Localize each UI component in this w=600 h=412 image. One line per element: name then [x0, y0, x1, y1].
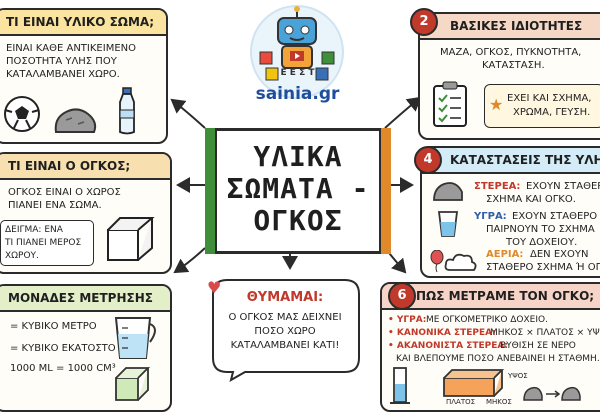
box-what-is-body-title: ΤΙ ΕΙΝΑΙ ΥΛΙΚΟ ΣΩΜΑ; [0, 10, 166, 36]
liquid-text-2: ΠΑΙΡΝΟΥΝ ΤΟ ΣΧΗΜΑ [486, 224, 595, 235]
properties-note: ★ ΕΧΕΙ ΚΑΙ ΣΧΗΜΑ, ΧΡΩΜΑ, ΓΕΥΣΗ. [484, 84, 600, 128]
box-states-of-matter-title: ΚΑΤΑΣΤΑΣΕΙΣ ΤΗΣ ΥΛΗΣ [422, 148, 600, 174]
cube-icon [107, 217, 155, 261]
water-glass-icon [437, 211, 459, 237]
unit-line-2: = ΚΥΒΙΚΟ ΕΚΑΤΟΣΤΟ [10, 343, 116, 354]
measure-liquid-label: • ΥΓΡΑ: [388, 315, 427, 325]
logo[interactable]: Ε Ε Σ Τ sainia.gr [240, 2, 355, 114]
box-measurement-units: ΜΟΝΑΔΕΣ ΜΕΤΡΗΣΗΣ = ΚΥΒΙΚΟ ΜΕΤΡΟ = ΚΥΒΙΚΟ… [0, 284, 172, 412]
measure-irregular-text-1: ΒΥΘΙΣΗ ΣΕ ΝΕΡΟ [500, 341, 576, 351]
heart-icon: ♥ [207, 278, 222, 297]
box-how-to-measure: ΠΩΣ ΜΕΤΡΑΜΕ ΤΟΝ ΟΓΚΟ; • ΥΓΡΑ: ΜΕ ΟΓΚΟΜΕΤ… [380, 282, 600, 412]
reminder-line-3: ΚΑΤΑΛΑΜΒΑΝΕΙ ΚΑΤΙ! [230, 340, 340, 351]
properties-line-1: ΜΑΖΑ, ΟΓΚΟΣ, ΠΥΚΝΟΤΗΤΑ, [440, 47, 582, 58]
solid-text-2: ΣΧΗΜΑ ΚΑΙ ΟΓΚΟ. [486, 194, 576, 205]
logo-tile-letters: Ε Ε Σ Τ [280, 68, 315, 78]
rock-icon [54, 108, 97, 133]
liquid-text-1: ΕΧΟΥΝ ΣΤΑΘΕΡΟ [512, 211, 598, 222]
measuring-cup-icon [114, 317, 156, 359]
box-what-is-volume: ΤΙ ΕΙΝΑΙ Ο ΟΓΚΟΣ; ΟΓΚΟΣ ΕΙΝΑΙ Ο ΧΩΡΟΣ ΠΙ… [0, 152, 172, 274]
volume-example-line-1: ΔΕΙΓΜΑ: ΕΝΑ [5, 225, 63, 235]
measure-regular-label: • ΚΑΝΟΝΙΚΑ ΣΤΕΡΕΑ: [388, 328, 496, 338]
properties-note-line-2: ΧΡΩΜΑ, ΓΕΥΣΗ. [513, 107, 591, 118]
bottle-icon [119, 87, 135, 135]
badge-2: 2 [410, 8, 438, 36]
box-basic-properties: ΒΑΣΙΚΕΣ ΙΔΙΟΤΗΤΕΣ ΜΑΖΑ, ΟΓΚΟΣ, ΠΥΚΝΟΤΗΤΑ… [418, 12, 600, 140]
box-how-to-measure-title: ΠΩΣ ΜΕΤΡΑΜΕ ΤΟΝ ΟΓΚΟ; [382, 284, 600, 310]
rock-to-water-icon [523, 386, 581, 401]
body-definition-line-2: ΠΟΣΟΤΗΤΑ ΥΛΗΣ ΠΟΥ [6, 56, 117, 67]
rock-icon [433, 182, 463, 201]
gas-label: ΑΕΡΙΑ: [486, 249, 524, 260]
balloon-icon [430, 250, 444, 273]
measure-regular-text: ΜΗΚΟΣ × ΠΛΑΤΟΣ × ΥΨΟΣ. [490, 328, 600, 338]
solid-label: ΣΤΕΡΕΑ: [474, 181, 521, 192]
volume-definition-line-1: ΟΓΚΟΣ ΕΙΝΑΙ Ο ΧΩΡΟΣ [8, 187, 121, 198]
box-what-is-body: ΤΙ ΕΙΝΑΙ ΥΛΙΚΟ ΣΩΜΑ; ΕΙΝΑΙ ΚΑΘΕ ΑΝΤΙΚΕΙΜ… [0, 8, 168, 144]
badge-4: 4 [414, 146, 442, 174]
central-title-line-3: ΟΓΚΟΣ [253, 204, 343, 237]
solid-text-1: ΕΧΟΥΝ ΣΤΑΘΕΡΟ [526, 181, 600, 192]
star-icon: ★ [489, 95, 504, 114]
robot-mascot-icon [250, 5, 344, 99]
unit-line-3: 1000 ML = 1000 CM³ [10, 363, 116, 374]
body-definition-line-1: ΕΙΝΑΙ ΚΑΘΕ ΑΝΤΙΚΕΙΜΕΝΟ [6, 43, 136, 54]
ball-icon [4, 96, 40, 132]
reminder-title: ΘΥΜΑΜΑΙ: [246, 290, 324, 305]
graduated-cylinder-icon [390, 367, 410, 404]
central-title-line-1: ΥΛΙΚΑ [253, 140, 343, 173]
volume-definition-line-2: ΠΙΑΝΕΙ ΕΝΑ ΣΩΜΑ. [8, 200, 102, 211]
box-dimensions-icon [443, 369, 505, 397]
box-states-of-matter: ΚΑΤΑΣΤΑΣΕΙΣ ΤΗΣ ΥΛΗΣ ΣΤΕΡΕΑ: ΕΧΟΥΝ ΣΤΑΘΕ… [420, 146, 600, 278]
gas-text-2: ΣΤΑΘΕΡΟ ΣΧΗΜΑ Ή ΟΓ [486, 262, 600, 273]
small-cube-icon [115, 367, 151, 401]
box-basic-properties-title: ΒΑΣΙΚΕΣ ΙΔΙΟΤΗΤΕΣ [420, 14, 600, 40]
badge-6: 6 [388, 282, 416, 310]
volume-example-line-2: ΤΙ ΠΙΑΝΕΙ ΜΕΡΟΣ [5, 238, 82, 248]
central-topic: ΥΛΙΚΑ ΣΩΜΑΤΑ - ΟΓΚΟΣ [205, 128, 391, 254]
measure-irregular-label: • ΑΚΑΝΟΝΙΣΤΑ ΣΤΕΡΕΑ: [388, 341, 508, 351]
central-title-line-2: ΣΩΜΑΤΑ - [226, 172, 370, 205]
checklist-icon [433, 81, 467, 127]
measure-liquid-text: ΜΕ ΟΓΚΟΜΕΤΡΙΚΟ ΔΟΧΕΙΟ. [426, 315, 548, 325]
reminder-line-1: Ο ΟΓΚΟΣ ΜΑΣ ΔΕΙΧΝΕΙ [228, 312, 342, 323]
gas-text-1: ΔΕΝ ΕΧΟΥΝ [530, 249, 589, 260]
unit-line-1: = ΚΥΒΙΚΟ ΜΕΤΡΟ [10, 321, 97, 332]
dimension-length: ΜΗΚΟΣ [486, 398, 512, 406]
properties-line-2: ΚΑΤΑΣΤΑΣΗ. [482, 60, 545, 71]
volume-example: ΔΕΙΓΜΑ: ΕΝΑ ΤΙ ΠΙΑΝΕΙ ΜΕΡΟΣ ΧΩΡΟΥ. [0, 220, 94, 266]
properties-note-line-1: ΕΧΕΙ ΚΑΙ ΣΧΗΜΑ, [507, 93, 592, 104]
logo-text: sainia.gr [255, 84, 340, 104]
box-what-is-volume-title: ΤΙ ΕΙΝΑΙ Ο ΟΓΚΟΣ; [0, 154, 170, 180]
reminder-line-2: ΠΟΣΟ ΧΩΡΟ [254, 326, 316, 337]
body-definition-line-3: ΚΑΤΑΛΑΜΒΑΝΕΙ ΧΩΡΟ. [6, 69, 120, 80]
dimension-width: ΠΛΑΤΟΣ [446, 398, 476, 406]
volume-example-line-3: ΧΩΡΟΥ. [5, 251, 39, 261]
dimension-height: ΥΨΟΣ [508, 372, 528, 380]
reminder-bubble: ♥ ΘΥΜΑΜΑΙ: Ο ΟΓΚΟΣ ΜΑΣ ΔΕΙΧΝΕΙ ΠΟΣΟ ΧΩΡΟ… [205, 272, 365, 382]
measure-irregular-text-2: ΚΑΙ ΒΛΕΠΟΥΜΕ ΠΟΣΟ ΑΝΕΒΑΙΝΕΙ Η ΣΤΑΘΜΗ. [396, 354, 600, 364]
liquid-label: ΥΓΡΑ: [474, 211, 507, 222]
liquid-text-3: ΤΟΥ ΔΟΧΕΙΟΥ. [506, 237, 578, 248]
reminder-bubble-shape [212, 279, 360, 382]
cloud-icon [444, 253, 477, 271]
box-measurement-units-title: ΜΟΝΑΔΕΣ ΜΕΤΡΗΣΗΣ [0, 286, 170, 312]
